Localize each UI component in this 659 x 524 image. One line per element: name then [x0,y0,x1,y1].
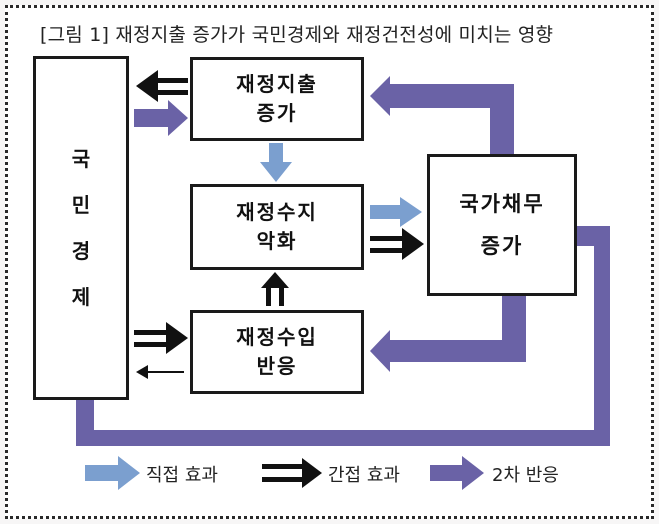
direct-arrow-spending-to-balance [260,143,292,182]
secondary-arrow-economy-to-spending [134,100,188,136]
figure-title: [그림 1] 재정지출 증가가 국민경제와 재정건전성에 미치는 영향 [40,24,554,46]
thin-arrow-revenue-to-economy [136,365,184,379]
node-balance-worsening: 재정수지 악화 [190,184,364,270]
node-national-economy-char-4: 제 [71,285,91,309]
node-spending-increase-line1: 재정지출 [236,72,318,96]
legend-secondary-marker [430,456,484,490]
legend-direct-marker [85,456,140,490]
indirect-arrow-economy-to-revenue [134,322,188,354]
indirect-arrow-spending-to-economy [136,70,188,102]
node-balance-worsening-line1: 재정수지 [236,200,318,224]
secondary-arrow-debt-to-spending [370,76,514,154]
node-balance-worsening-line2: 악화 [256,229,298,253]
indirect-arrow-balance-to-debt [370,228,424,260]
legend-indirect-marker [262,458,322,488]
node-national-economy-char-3: 경 [71,239,91,263]
node-debt-increase-line1: 국가채무 [459,192,545,216]
node-debt-increase: 국가채무 증가 [427,154,577,296]
direct-arrow-balance-to-debt [370,197,422,227]
node-spending-increase-line2: 증가 [256,101,298,125]
node-national-economy-char-1: 국 [71,147,91,171]
indirect-arrow-revenue-to-balance [261,272,289,306]
node-national-economy-char-2: 민 [71,193,91,217]
secondary-arrow-debt-to-revenue [370,296,526,372]
node-revenue-response: 재정수입 반응 [190,310,364,394]
legend-direct-label: 직접 효과 [146,465,218,486]
node-spending-increase: 재정지출 증가 [190,57,364,141]
node-debt-increase-line2: 증가 [480,234,524,258]
node-national-economy: 국 민 경 제 [33,56,129,400]
node-revenue-response-line2: 반응 [256,354,298,378]
legend-indirect-label: 간접 효과 [328,465,400,486]
node-revenue-response-line1: 재정수입 [236,325,318,349]
secondary-arrow-economy-to-debt [76,226,610,446]
legend-secondary-label: 2차 반응 [492,465,559,486]
